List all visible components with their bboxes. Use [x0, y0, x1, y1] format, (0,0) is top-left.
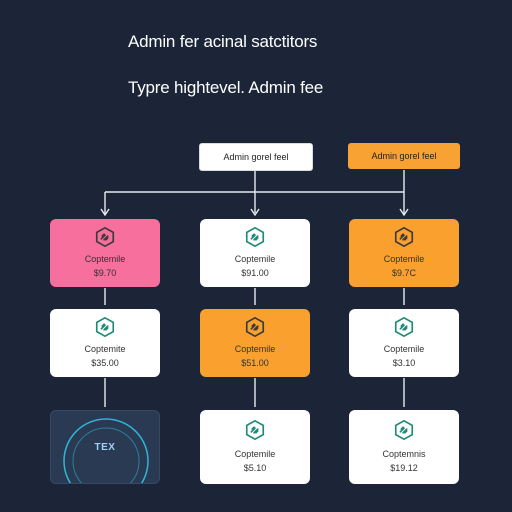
node-card: Coptemite $35.00	[50, 309, 160, 377]
card-price: $51.00	[241, 358, 269, 368]
node-card: Coptemile $9.70	[50, 219, 160, 287]
hexagon-link-icon	[245, 419, 265, 441]
node-card: Coptemile $51.00	[200, 309, 310, 377]
card-price: $5.10	[243, 463, 267, 473]
card-name: Coptemite	[84, 344, 126, 354]
arrow-head	[399, 208, 409, 217]
top-node-left: Admin gorel feel	[199, 143, 313, 171]
page-title: Admin fer acinal satctitors	[128, 32, 318, 51]
hexagon-link-icon	[95, 226, 115, 248]
card-price: $35.00	[91, 358, 119, 368]
hexagon-link-icon	[245, 226, 265, 248]
hexagon-link-icon	[394, 419, 414, 441]
page-subtitle: Typre hightevel. Admin fee	[128, 78, 324, 97]
card-name: TEX	[94, 441, 116, 453]
card-price: $3.10	[392, 358, 416, 368]
card-name: Coptemnis	[382, 449, 426, 459]
node-card: Coptemnis $19.12	[349, 410, 459, 484]
card-price: $91.00	[241, 268, 269, 278]
card-name: Coptemile	[234, 344, 276, 354]
card-name: Coptemile	[234, 449, 276, 459]
hexagon-link-icon	[394, 226, 414, 248]
node-card: Coptemile $91.00	[200, 219, 310, 287]
hexagon-link-icon	[95, 316, 115, 338]
node-card: Coptemile $5.10	[200, 410, 310, 484]
card-price: $9.7C	[391, 268, 417, 278]
hexagon-link-icon	[245, 316, 265, 338]
top-node-right: Admin gorel feel	[348, 143, 460, 169]
card-name: Coptemile	[383, 344, 425, 354]
node-card: Coptemile $3.10	[349, 309, 459, 377]
card-name: Coptemile	[234, 254, 276, 264]
card-price: $9.70	[93, 268, 117, 278]
arrow-head	[250, 208, 260, 217]
node-card: Coptemile $9.7C	[349, 219, 459, 287]
node-card-dark: TEX	[50, 410, 160, 484]
ring-icon	[63, 418, 149, 483]
card-price: $19.12	[390, 463, 418, 473]
arrow-head	[100, 208, 110, 217]
card-name: Coptemile	[84, 254, 126, 264]
card-name: Coptemile	[383, 254, 425, 264]
hexagon-link-icon	[394, 316, 414, 338]
